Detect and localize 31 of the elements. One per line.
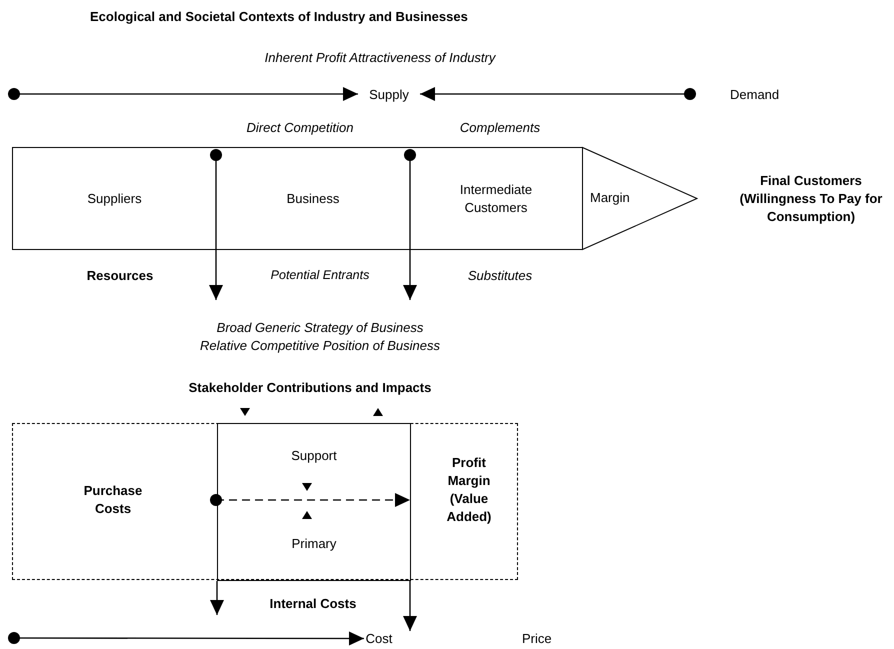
section-heading: Inherent Profit Attractiveness of Industry (264, 50, 497, 65)
margin-label: Profit Margin (Value Added) (446, 454, 492, 526)
axis-label: Demand (730, 87, 780, 102)
value-chain-segment: Suppliers (12, 147, 216, 250)
cost-label: Cost (364, 631, 394, 646)
arrow (8, 631, 364, 646)
strategy-label: Relative Competitive Position of Business (199, 338, 441, 353)
activity-label: Support (290, 448, 338, 463)
arrow (8, 87, 358, 101)
cost-label: Purchase Costs (82, 482, 144, 518)
cost-label: Internal Costs (268, 596, 358, 611)
arrow (420, 87, 696, 101)
axis-label: Price (522, 631, 552, 646)
force-label: Resources (86, 268, 154, 283)
arrow (210, 581, 224, 615)
customer-label: Final Customers (Willingness To Pay for Consumption) (738, 172, 884, 226)
value-chain-segment: Intermediate Customers (410, 147, 582, 250)
strategy-label: Broad Generic Strategy of Business (216, 320, 424, 335)
dashed-frame (12, 423, 518, 580)
margin-label: Margin (590, 190, 630, 204)
diagram-title: Ecological and Societal Contexts of Industry and Businesses (90, 9, 468, 24)
activity-label: Primary (290, 536, 338, 551)
force-label: Substitutes (466, 268, 534, 283)
activity-box (217, 423, 411, 581)
force-label: Potential Entrants (270, 268, 370, 282)
value-chain-segment: Business (216, 147, 410, 250)
supply-label: Supply (358, 85, 420, 103)
arrow (403, 581, 417, 631)
section-heading: Stakeholder Contributions and Impacts (188, 380, 432, 395)
force-label: Direct Competition (246, 120, 354, 135)
force-label: Complements (458, 120, 542, 135)
